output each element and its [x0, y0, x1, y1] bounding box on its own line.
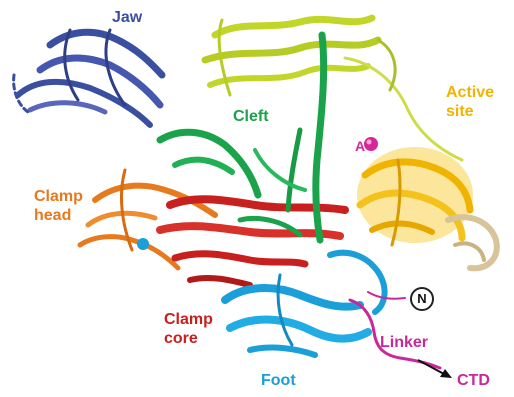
linker-label: Linker [380, 333, 428, 352]
foot-label: Foot [261, 371, 296, 390]
n-terminus-marker: N [410, 287, 434, 311]
clamp-head-sphere [137, 238, 149, 250]
metal-ion-sphere [364, 137, 378, 151]
ctd-arrow [418, 360, 452, 378]
cleft-label: Cleft [233, 107, 269, 126]
jaw-domain-ribbon [14, 30, 162, 125]
jaw-label: Jaw [112, 8, 142, 27]
dock-domain-ribbon [205, 18, 462, 160]
ctd-label: CTD [457, 371, 490, 390]
active-site-domain-ribbon [357, 147, 473, 245]
metal-site-label: A [355, 137, 365, 156]
metal-ion-highlight [367, 140, 372, 145]
